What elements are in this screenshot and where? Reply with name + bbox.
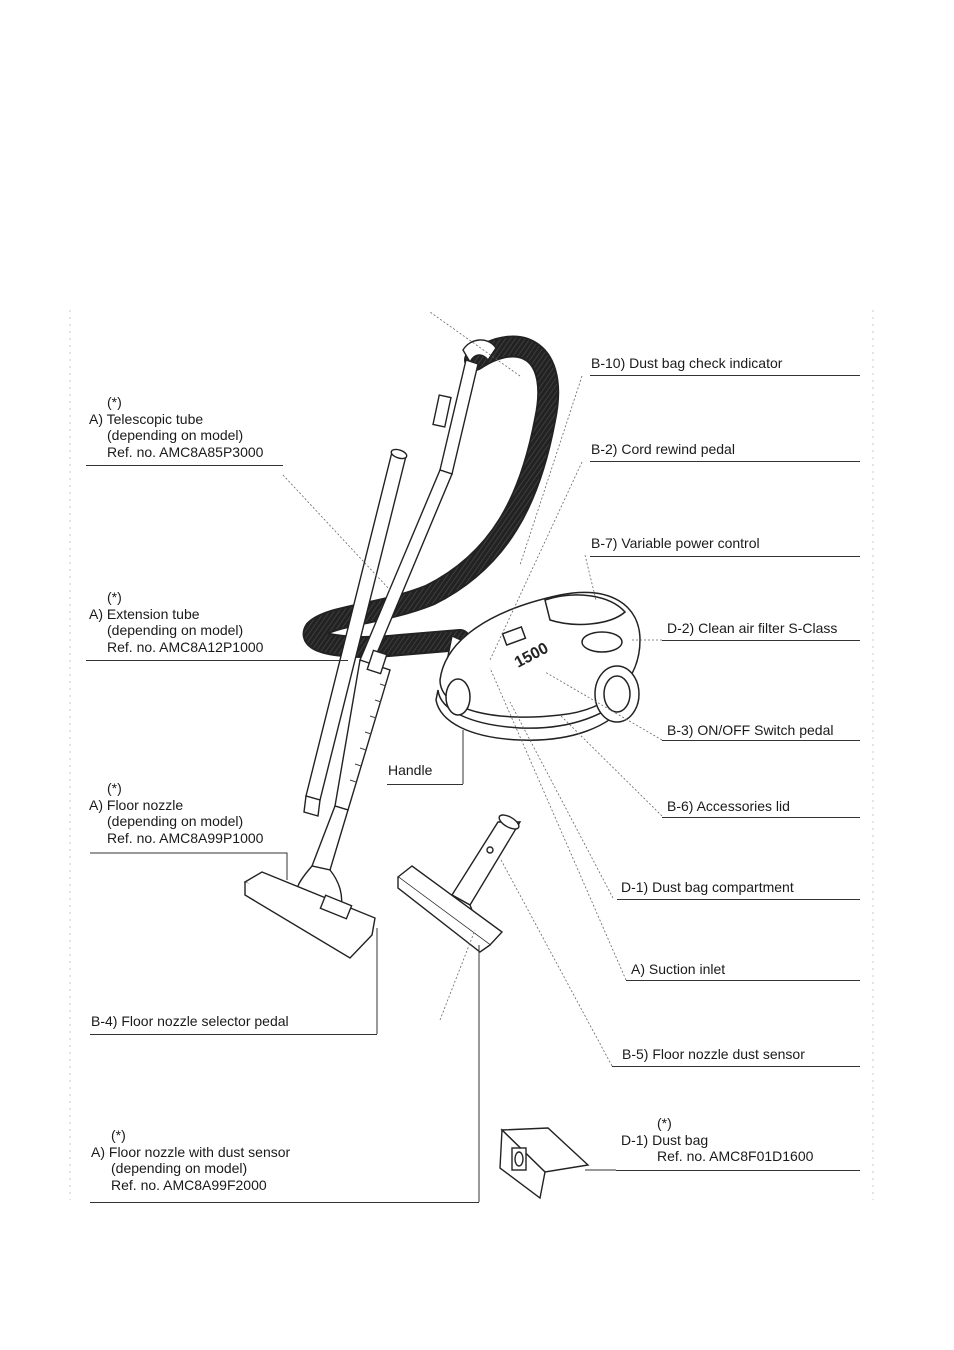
- dust-bag-illustration: [499, 1127, 590, 1200]
- optional-mark: (*): [657, 1115, 672, 1131]
- extension-tube: [303, 448, 408, 817]
- rule: [387, 784, 463, 785]
- label-floor-nozzle: (*) A) Floor nozzle (depending on model)…: [89, 780, 263, 846]
- part-name: D-1) Dust bag: [621, 1131, 709, 1148]
- vacuum-body: 1500: [435, 591, 641, 741]
- label-dust-bag-compartment: D-1) Dust bag compartment: [621, 879, 794, 895]
- part-name: A) Floor nozzle: [89, 796, 184, 813]
- label-suction-inlet: A) Suction inlet: [631, 961, 726, 977]
- rule: [662, 640, 860, 641]
- rule: [86, 660, 348, 661]
- frame-dashes: [69, 310, 874, 1200]
- label-cord-rewind-pedal: B-2) Cord rewind pedal: [591, 441, 735, 457]
- part-name: A) Floor nozzle with dust sensor: [91, 1143, 291, 1160]
- leader-lines: [282, 311, 663, 1067]
- hose-handle: [432, 339, 497, 475]
- part-ref: Ref. no. AMC8A85P3000: [107, 443, 264, 460]
- part-ref: Ref. no. AMC8A12P1000: [107, 638, 264, 655]
- part-note: (depending on model): [107, 622, 244, 638]
- label-on-off-switch-pedal: B-3) ON/OFF Switch pedal: [667, 722, 834, 738]
- label-telescopic-tube: (*) A) Telescopic tube (depending on mod…: [89, 394, 263, 460]
- part-ref: Ref. no. AMC8A99P1000: [107, 829, 264, 846]
- part-ref: Ref. no. AMC8F01D1600: [657, 1148, 814, 1164]
- label-extension-tube: (*) A) Extension tube (depending on mode…: [89, 589, 263, 655]
- rule: [590, 556, 860, 557]
- rule: [612, 1066, 860, 1067]
- label-dust-bag-check-indicator: B-10) Dust bag check indicator: [591, 355, 783, 371]
- optional-mark: (*): [111, 1127, 126, 1143]
- part-ref: Ref. no. AMC8A99F2000: [111, 1176, 267, 1193]
- rule: [617, 899, 860, 900]
- rule: [590, 461, 860, 462]
- rule: [616, 1170, 860, 1171]
- rule: [662, 817, 860, 818]
- rule: [626, 980, 860, 981]
- optional-mark: (*): [107, 589, 122, 605]
- part-note: (depending on model): [107, 427, 244, 443]
- label-variable-power-control: B-7) Variable power control: [591, 535, 760, 551]
- part-name: A) Telescopic tube: [89, 410, 204, 427]
- label-accessories-lid: B-6) Accessories lid: [667, 798, 790, 814]
- optional-mark: (*): [107, 394, 122, 410]
- label-floor-nozzle-sensor: (*) A) Floor nozzle with dust sensor (de…: [91, 1127, 290, 1193]
- rule: [90, 1034, 377, 1035]
- label-floor-nozzle-dust-sensor: B-5) Floor nozzle dust sensor: [622, 1046, 805, 1062]
- part-note: (depending on model): [111, 1160, 248, 1176]
- label-floor-nozzle-selector-pedal: B-4) Floor nozzle selector pedal: [91, 1013, 289, 1029]
- optional-mark: (*): [107, 780, 122, 796]
- label-dust-bag: (*) D-1) Dust bag Ref. no. AMC8F01D1600: [621, 1115, 813, 1165]
- floor-nozzle: [243, 805, 376, 959]
- label-clean-air-filter: D-2) Clean air filter S-Class: [667, 620, 838, 636]
- callout-lines: [90, 730, 616, 1202]
- label-handle: Handle: [388, 762, 433, 778]
- rule: [90, 1202, 479, 1203]
- part-note: (depending on model): [107, 813, 244, 829]
- part-name: A) Extension tube: [89, 605, 200, 622]
- rule: [590, 375, 860, 376]
- rule: [86, 465, 283, 466]
- rule: [662, 740, 860, 741]
- floor-nozzle-sensor: [396, 814, 522, 953]
